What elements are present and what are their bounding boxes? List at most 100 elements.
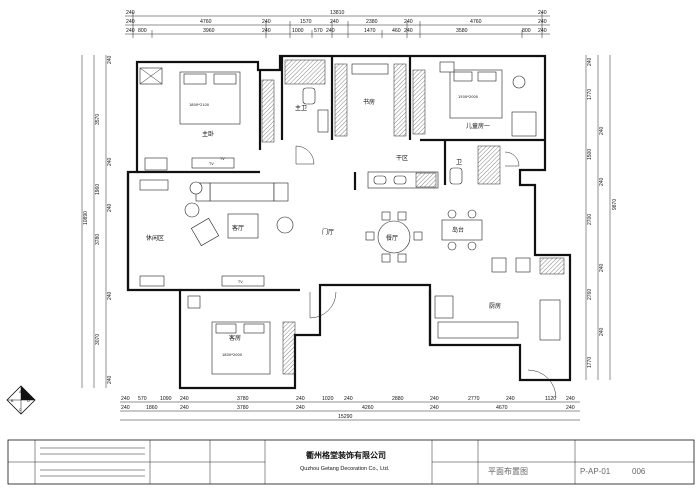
top-dimensions: 240 13810 240 240 4760 240 1570 240 2380… bbox=[125, 10, 550, 38]
tv-cabinet-master bbox=[191, 157, 235, 169]
tv-cabinet-living bbox=[221, 275, 265, 287]
dim-right-1: 1770 bbox=[587, 89, 593, 100]
dim-bot2-2: 240 bbox=[180, 405, 189, 411]
company-name-en: Quzhou Getang Decoration Co., Ltd. bbox=[300, 466, 390, 472]
dim-top3-1: 800 bbox=[138, 28, 147, 34]
dim-right-0: 240 bbox=[587, 57, 593, 66]
dim-top2-2: 240 bbox=[262, 19, 271, 25]
dim-top2-7: 4760 bbox=[470, 19, 482, 25]
coffee-table bbox=[227, 213, 259, 239]
room-guest: 客房 bbox=[229, 334, 241, 342]
dim-left-8: 240 bbox=[107, 375, 113, 384]
label-bed-master: 1800*2100 bbox=[189, 103, 210, 107]
study-shelf-right bbox=[393, 63, 407, 137]
dim-right-4: 240 bbox=[599, 177, 605, 186]
guest-wardrobe bbox=[282, 321, 296, 375]
compass-c: C bbox=[19, 408, 22, 412]
dim-bot1-0: 240 bbox=[121, 396, 130, 402]
room-leisure: 休闲区 bbox=[146, 234, 164, 242]
room-island: 岛台 bbox=[452, 226, 464, 234]
dim-left-6: 240 bbox=[107, 291, 113, 300]
label-tv-c: TV bbox=[219, 157, 225, 161]
title-block: 衢州格堂装饰有限公司 Quzhou Getang Decoration Co.,… bbox=[7, 439, 695, 485]
room-master-bath: 主卫 bbox=[295, 104, 307, 112]
bottom-dimensions: 240 570 1090 240 3780 240 1020 240 2880 … bbox=[120, 396, 580, 421]
dim-left-3: 1960 bbox=[95, 184, 101, 195]
toilet-master bbox=[302, 87, 316, 105]
kids-wardrobe bbox=[412, 69, 426, 135]
left-dimensions: 10890 240 3570 240 1960 240 3780 240 307… bbox=[81, 55, 113, 388]
dim-bot1-2: 1090 bbox=[160, 396, 172, 402]
room-kitchen: 厨房 bbox=[489, 302, 501, 310]
room-master-bedroom: 主卧 bbox=[202, 130, 214, 138]
dim-top3-2: 3960 bbox=[203, 28, 215, 34]
living-sofa bbox=[209, 182, 275, 202]
dim-bot2-5: 4260 bbox=[362, 405, 374, 411]
label-tv-b: TV bbox=[237, 280, 243, 284]
dim-bot2-7: 4670 bbox=[496, 405, 508, 411]
dim-top2-8: 240 bbox=[538, 19, 547, 25]
kitchen-counter bbox=[437, 321, 519, 339]
dim-top1-1: 13810 bbox=[330, 10, 345, 16]
right-dimensions: 9870 240 1770 240 1500 240 2700 240 2760… bbox=[585, 55, 618, 380]
dining-table bbox=[377, 220, 411, 254]
dim-top3-9: 240 bbox=[404, 28, 413, 34]
dim-top2-3: 1570 bbox=[300, 19, 312, 25]
dim-bot1-7: 240 bbox=[344, 396, 353, 402]
dim-top1-0: 240 bbox=[126, 10, 135, 16]
dim-bot1-12: 1120 bbox=[545, 396, 556, 402]
walls bbox=[126, 54, 572, 390]
dim-bot1-11: 240 bbox=[506, 396, 515, 402]
room-living: 客厅 bbox=[232, 224, 244, 232]
dim-bot1-5: 240 bbox=[296, 396, 305, 402]
dim-right-total: 9870 bbox=[612, 199, 618, 210]
dim-bot2-8: 240 bbox=[566, 405, 575, 411]
dim-top2-5: 2380 bbox=[366, 19, 378, 25]
dim-top2-4: 240 bbox=[330, 19, 339, 25]
room-foyer: 门厅 bbox=[322, 228, 334, 236]
dim-top3-11: 800 bbox=[522, 28, 531, 34]
master-wardrobe bbox=[261, 79, 275, 143]
dim-left-1: 3570 bbox=[95, 114, 101, 125]
island-counter bbox=[441, 219, 483, 241]
room-kids: 儿童房一 bbox=[466, 122, 490, 130]
dim-right-3: 1500 bbox=[587, 149, 593, 160]
dim-right-2: 240 bbox=[599, 126, 605, 135]
dim-top3-12: 240 bbox=[538, 28, 547, 34]
dim-left-5: 3780 bbox=[95, 234, 101, 245]
dim-top3-0: 240 bbox=[126, 28, 135, 34]
dim-bot2-6: 240 bbox=[430, 405, 439, 411]
dim-bot1-4: 3780 bbox=[237, 396, 249, 402]
dim-top3-7: 1470 bbox=[364, 28, 376, 34]
dim-bot-total: 15290 bbox=[338, 414, 353, 420]
dim-left-0: 240 bbox=[107, 55, 113, 64]
dim-right-8: 240 bbox=[599, 327, 605, 336]
compass-a: A bbox=[19, 390, 22, 394]
dim-top3-8: 460 bbox=[392, 28, 401, 34]
dim-right-5: 2700 bbox=[587, 214, 593, 225]
dim-left-4: 240 bbox=[107, 203, 113, 212]
dim-top2-6: 240 bbox=[404, 19, 413, 25]
dim-left-2: 240 bbox=[107, 157, 113, 166]
dim-top3-6: 240 bbox=[326, 28, 335, 34]
dim-left-7: 3070 bbox=[95, 334, 101, 345]
compass-d: D bbox=[27, 399, 30, 403]
dim-bot1-8: 2880 bbox=[392, 396, 404, 402]
dim-left-total: 10890 bbox=[83, 211, 89, 225]
dim-bot1-3: 240 bbox=[180, 396, 189, 402]
compass: A B C D bbox=[6, 385, 36, 415]
label-tv-a: TV bbox=[208, 162, 214, 166]
drawing-title: 平面布置图 bbox=[488, 466, 528, 476]
dim-bot1-1: 570 bbox=[138, 396, 147, 402]
company-name-cn: 衢州格堂装饰有限公司 bbox=[306, 450, 386, 460]
room-dry-area: 干区 bbox=[396, 155, 408, 162]
room-dining: 餐厅 bbox=[386, 234, 398, 242]
compass-b: B bbox=[11, 399, 14, 403]
dim-bot2-3: 3780 bbox=[237, 405, 249, 411]
dim-right-9: 1770 bbox=[587, 357, 593, 368]
dim-bot2-0: 240 bbox=[121, 405, 130, 411]
dim-right-7: 2760 bbox=[587, 289, 593, 300]
dim-top2-1: 4760 bbox=[200, 19, 212, 25]
room-public-bath: 卫 bbox=[456, 159, 462, 166]
